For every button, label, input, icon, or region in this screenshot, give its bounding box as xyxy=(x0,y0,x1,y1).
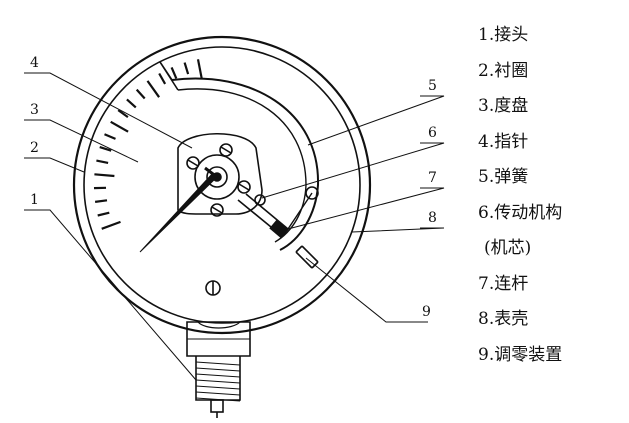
callout-9: 9 xyxy=(422,304,431,320)
callout-1: 1 xyxy=(30,192,39,208)
dial-tick xyxy=(99,146,112,152)
legend-item-5: 5.弹簧 xyxy=(478,167,529,187)
callout-4: 4 xyxy=(30,55,39,71)
movement-screw-bottom xyxy=(210,203,224,217)
leader-line-9 xyxy=(305,257,428,323)
callout-3: 3 xyxy=(30,102,39,118)
movement-screw-right xyxy=(237,180,251,194)
zero-adjustment-device xyxy=(295,245,319,269)
callout-7: 7 xyxy=(428,170,437,186)
thread-line xyxy=(195,361,241,366)
gauge-lining-ring xyxy=(83,46,361,324)
thread-line xyxy=(195,385,241,390)
leader-line-5 xyxy=(307,95,445,146)
leader-line-2 xyxy=(24,157,85,173)
dial-tick xyxy=(101,220,121,230)
dial-tick xyxy=(97,211,110,217)
leader-line-7 xyxy=(287,187,445,230)
thread-line xyxy=(195,373,241,378)
bourdon-spring-inner xyxy=(177,88,307,243)
legend-item-3: 3.度盘 xyxy=(478,96,529,116)
legend-item-1: 1.接头 xyxy=(478,25,529,45)
callout-6: 6 xyxy=(428,125,437,141)
leader-line-8 xyxy=(351,227,445,233)
movement-center-boss xyxy=(194,154,240,200)
thread-line xyxy=(195,379,241,384)
leader-line-1 xyxy=(24,209,197,381)
connector-hex-nut xyxy=(186,321,251,357)
bourdon-spring xyxy=(171,77,320,251)
dial-tick xyxy=(158,72,167,85)
dial-tick xyxy=(170,66,178,79)
dial-tick xyxy=(96,159,109,164)
callout-8: 8 xyxy=(428,210,437,226)
leader-line-6 xyxy=(261,142,445,199)
legend-item-7: 7.连杆 xyxy=(478,273,529,294)
legend-item-9: 9.调零装置 xyxy=(478,344,563,365)
thread-line xyxy=(195,391,241,396)
leader-line-3 xyxy=(24,119,139,163)
gauge-case xyxy=(72,35,372,335)
dial-tick xyxy=(104,133,116,140)
movement-screw-top xyxy=(219,143,233,157)
movement-plate xyxy=(177,133,263,215)
connector-tip xyxy=(210,399,224,413)
callout-2: 2 xyxy=(30,140,39,156)
thread-line xyxy=(195,367,241,372)
legend-item-6-note: (机芯) xyxy=(484,238,532,258)
dial-ticks xyxy=(93,59,203,230)
dial-tick xyxy=(126,98,137,109)
legend-item-2: 2.衬圈 xyxy=(478,60,529,81)
spring-tip-pivot xyxy=(305,186,319,200)
dial-tick xyxy=(110,120,129,133)
legend-item-8: 8.表壳 xyxy=(478,309,529,329)
leader-line-4 xyxy=(24,72,193,149)
dial-tick xyxy=(94,173,115,178)
dial-tick xyxy=(94,199,108,203)
legend-item-4: 4.指针 xyxy=(478,131,529,152)
callout-5: 5 xyxy=(428,78,437,94)
dial-tick xyxy=(196,59,203,80)
dial-tick xyxy=(183,62,190,75)
dial-tick xyxy=(117,109,129,118)
legend-item-6: 6.传动机构 xyxy=(478,202,563,223)
pressure-gauge-drawing: 1 2 3 4 5 6 7 8 9 xyxy=(24,35,445,418)
movement-screw-left xyxy=(186,156,200,170)
dial-tick xyxy=(135,88,146,100)
dial-tick xyxy=(146,80,160,98)
parts-legend: 1.接头 2.衬圈 3.度盘 4.指针 5.弹簧 6.传动机构 (机芯) 7.连… xyxy=(478,18,626,373)
